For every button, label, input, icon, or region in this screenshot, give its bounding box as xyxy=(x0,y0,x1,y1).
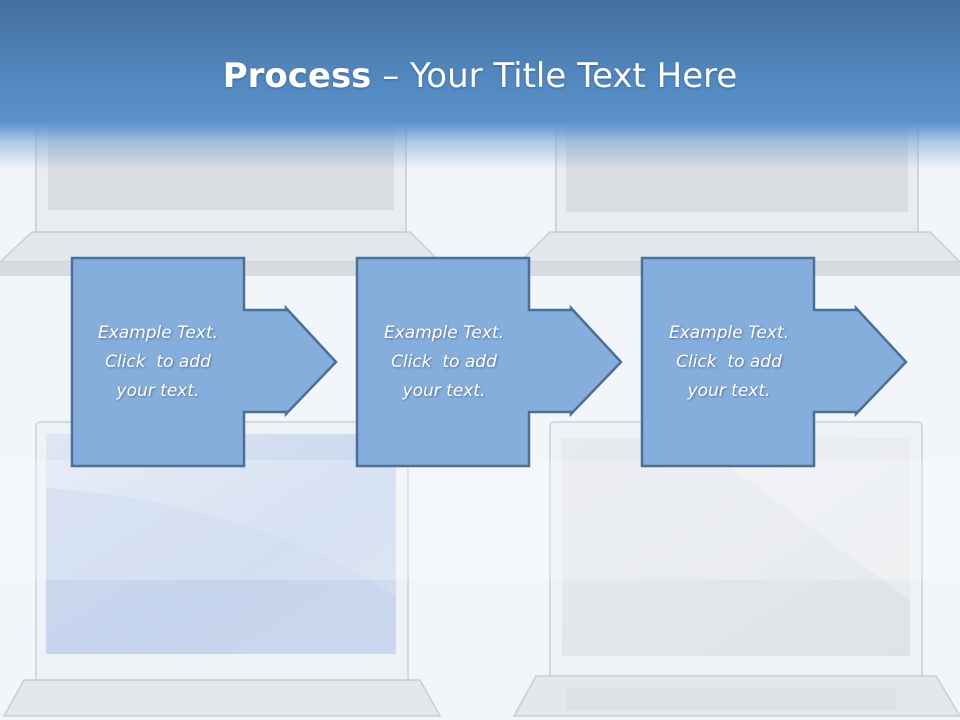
process-step-arrow-2[interactable] xyxy=(355,256,625,468)
process-step-text-1[interactable]: Example Text. Click to add your text. xyxy=(72,256,244,468)
step-3-line-2: Click to add xyxy=(676,351,782,372)
step-2-line-1: Example Text. xyxy=(383,322,505,343)
step-1-line-3: your text. xyxy=(116,380,200,401)
step-2-line-2: Click to add xyxy=(391,351,497,372)
bottom-right-laptop xyxy=(512,421,960,717)
slide-title[interactable]: Process – Your Title Text Here xyxy=(0,52,960,100)
process-step-text-2[interactable]: Example Text. Click to add your text. xyxy=(358,256,530,468)
step-2-line-3: your text. xyxy=(402,380,486,401)
step-3-line-3: your text. xyxy=(687,380,771,401)
bottom-left-laptop xyxy=(2,421,442,717)
process-step-arrow-3[interactable] xyxy=(640,256,910,468)
process-step-arrow-1[interactable] xyxy=(70,256,340,468)
process-step-text-3[interactable]: Example Text. Click to add your text. xyxy=(643,256,815,468)
step-3-line-1: Example Text. xyxy=(668,322,790,343)
title-bold: Process xyxy=(222,56,372,96)
step-1-line-2: Click to add xyxy=(105,351,211,372)
step-1-line-1: Example Text. xyxy=(97,322,219,343)
title-bar xyxy=(0,0,960,170)
title-rest: – Your Title Text Here xyxy=(371,56,738,96)
